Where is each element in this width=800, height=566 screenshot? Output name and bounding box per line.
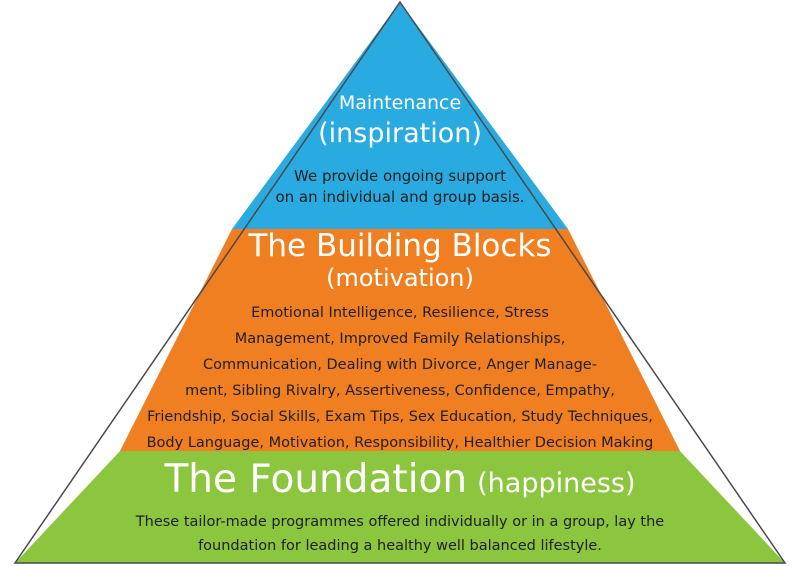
tier-maintenance-title: Maintenance	[338, 92, 462, 114]
tier-building-blocks-shape	[120, 229, 680, 451]
description-line: ment, Sibling Rivalry, Assertiveness, Co…	[185, 383, 615, 399]
description-line: Emotional Intelligence, Resilience, Stre…	[251, 305, 549, 321]
description-line: We provide ongoing support	[294, 167, 506, 185]
description-line: These tailor-made programmes offered ind…	[135, 514, 665, 530]
tier-maintenance-shape	[232, 2, 568, 229]
description-line: foundation for leading a healthy well ba…	[198, 538, 602, 554]
tier-building-blocks-subtitle: (motivation)	[326, 264, 474, 292]
tier-maintenance-subtitle: (inspiration)	[318, 118, 482, 149]
tier-foundation-description: These tailor-made programmes offered ind…	[60, 510, 740, 558]
description-line: Body Language, Motivation, Responsibilit…	[146, 435, 654, 451]
tier-foundation-subtitle: (happiness)	[477, 468, 636, 499]
pyramid-outline	[13, 0, 787, 564]
tier-building-blocks-title: The Building Blocks	[248, 228, 552, 264]
description-line: Friendship, Social Skills, Exam Tips, Se…	[147, 409, 653, 425]
description-line: on an individual and group basis.	[275, 188, 525, 206]
tier-foundation-shape	[15, 451, 785, 563]
tier-building-blocks-description: Emotional Intelligence, Resilience, Stre…	[120, 300, 680, 456]
tier-foundation-heading: The Foundation (happiness)	[60, 455, 740, 512]
tier-foundation-title: The Foundation	[164, 457, 468, 502]
description-line: Management, Improved Family Relationship…	[234, 331, 566, 347]
tier-maintenance-description: We provide ongoing support on an individ…	[240, 166, 560, 208]
description-line: Communication, Dealing with Divorce, Ang…	[203, 357, 597, 373]
